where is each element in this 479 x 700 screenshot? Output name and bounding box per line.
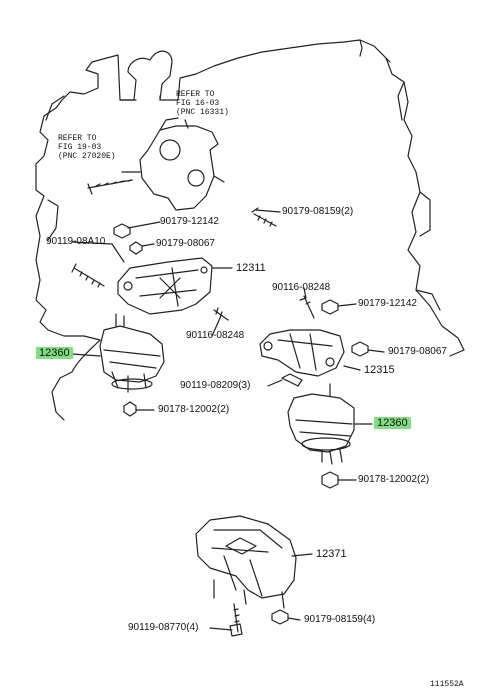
label-90116-08248-left[interactable]: 90116-08248 — [186, 330, 245, 341]
bracket-12311 — [117, 257, 213, 315]
engine-mount-rear — [195, 515, 297, 599]
label-12360-right[interactable]: 12360 — [374, 417, 411, 429]
note-line: FIG 16-03 — [176, 99, 220, 108]
note-line: (PNC 27020E) — [58, 152, 116, 161]
bolt — [87, 179, 133, 195]
water-pump-housing — [139, 125, 219, 211]
label-90119-08770[interactable]: 90119-08770(4) — [128, 622, 199, 633]
label-12315[interactable]: 12315 — [364, 364, 395, 376]
nut — [113, 223, 131, 239]
label-90119-08a10[interactable]: 90119-08A10 — [46, 236, 106, 247]
note-refer-fig-16-03: REFER TO FIG 16-03 (PNC 16331) — [176, 90, 229, 117]
note-line: FIG 19-03 — [58, 143, 102, 152]
note-line: REFER TO — [176, 90, 215, 99]
figure-reference-number: 111552A — [430, 680, 464, 689]
engine-mount-right — [287, 393, 355, 453]
engine-mount-left — [99, 325, 165, 383]
note-line: (PNC 16331) — [176, 108, 229, 117]
label-12360-left[interactable]: 12360 — [36, 347, 73, 359]
label-90179-08067-right[interactable]: 90179-08067 — [388, 346, 447, 357]
label-90179-08159-lower[interactable]: 90179-08159(4) — [304, 614, 376, 625]
engine-block-outline — [35, 54, 151, 341]
label-90179-08159-upper[interactable]: 90179-08159(2) — [282, 206, 354, 217]
label-90119-08209[interactable]: 90119-08209(3) — [180, 380, 251, 391]
label-12371[interactable]: 12371 — [316, 548, 347, 560]
label-12311[interactable]: 12311 — [236, 262, 266, 274]
note-line: REFER TO — [58, 134, 97, 143]
note-refer-fig-19-03: REFER TO FIG 19-03 (PNC 27020E) — [58, 134, 116, 161]
label-90179-12142-upper[interactable]: 90179-12142 — [160, 216, 219, 227]
label-90179-12142-right[interactable]: 90179-12142 — [358, 298, 417, 309]
label-90179-08067-upper[interactable]: 90179-08067 — [156, 238, 215, 249]
label-90116-08248-right[interactable]: 90116-08248 — [272, 282, 331, 293]
label-90178-12002-left[interactable]: 90178-12002(2) — [158, 404, 230, 415]
label-90178-12002-right[interactable]: 90178-12002(2) — [358, 474, 430, 485]
bracket-12315 — [259, 329, 345, 377]
